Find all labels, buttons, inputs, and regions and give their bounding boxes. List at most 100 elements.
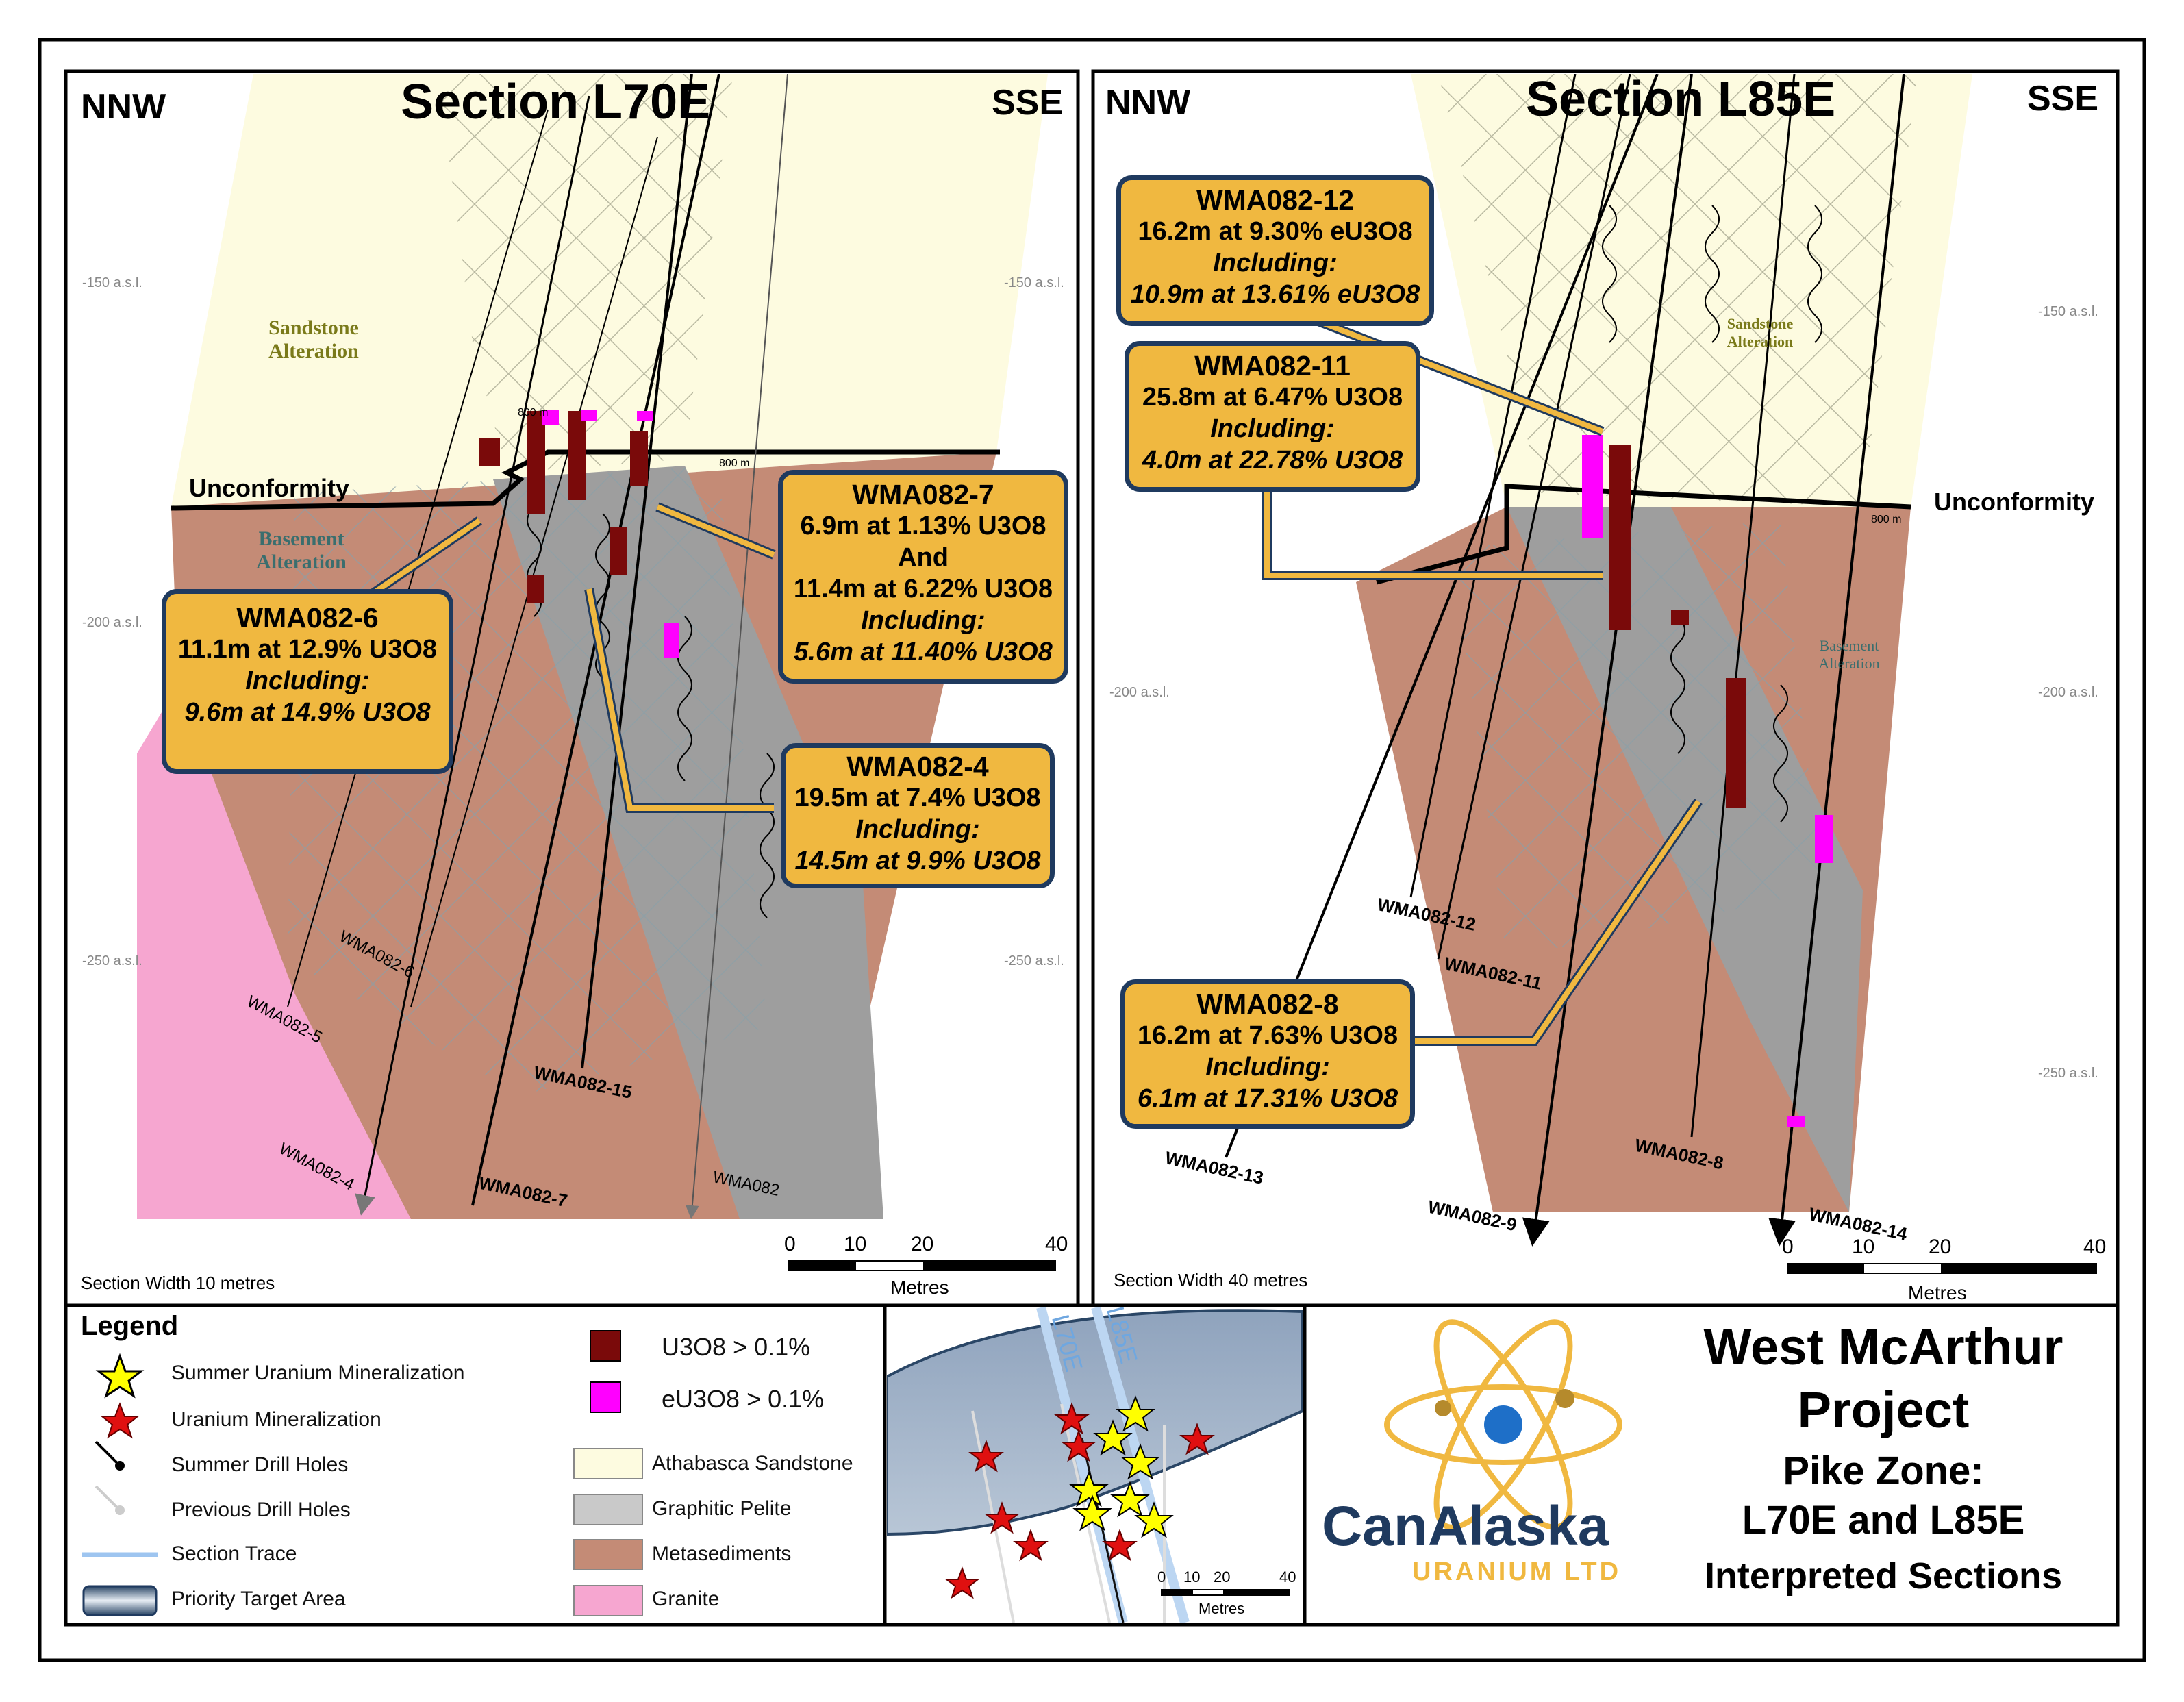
- callout-line: 11.4m at 6.22% U3O8: [793, 575, 1053, 603]
- left-scale-tick: 10: [844, 1233, 867, 1255]
- inset-scale-tick: 0: [1157, 1568, 1166, 1586]
- right-scale-bar: [1787, 1263, 2097, 1274]
- u3o8-interval: [610, 527, 627, 575]
- left-dir-nnw: NNW: [81, 87, 166, 127]
- right-scale-unit: Metres: [1908, 1282, 1967, 1303]
- left-scale-tick: 20: [911, 1233, 934, 1255]
- left-section-title: Section L70E: [401, 75, 711, 129]
- callout-hole-id: WMA082-8: [1196, 988, 1339, 1020]
- callout-line: 19.5m at 7.4% U3O8: [794, 784, 1041, 812]
- callout-line: 16.2m at 9.30% eU3O8: [1138, 217, 1413, 246]
- left-elev-label: -250 a.s.l.: [82, 953, 142, 968]
- right-section-width: Section Width 40 metres: [1114, 1270, 1308, 1290]
- callout-line: 11.1m at 12.9% U3O8: [177, 635, 438, 664]
- right-dir-sse: SSE: [2027, 79, 2099, 118]
- callout-hole-id: WMA082-4: [846, 751, 989, 782]
- inset-scale-unit: Metres: [1198, 1600, 1245, 1617]
- callout-wma082-6: WMA082-6 11.1m at 12.9% U3O8 Including: …: [162, 589, 453, 774]
- unconformity-line: [1376, 484, 1911, 585]
- right-section-geology: [1225, 74, 1972, 1247]
- right-elev-label: -250 a.s.l.: [2038, 1066, 2098, 1081]
- legend-uranium-mineralization: Uranium Mineralization: [171, 1408, 381, 1431]
- priority-target-area: [887, 1309, 1303, 1536]
- callout-line: 14.5m at 9.9% U3O8: [794, 847, 1041, 875]
- left-sandstone-alteration: Sandstone Alteration: [268, 316, 359, 362]
- u3o8-interval: [1609, 445, 1631, 630]
- u3o8-interval: [630, 431, 648, 486]
- eu3o8-interval: [1815, 815, 1833, 863]
- map-title-line5: Interpreted Sections: [1704, 1555, 2063, 1597]
- legend-athabasca-sandstone: Athabasca Sandstone: [652, 1452, 853, 1475]
- callout-line: Including:: [1213, 249, 1338, 277]
- right-scale-tick: 20: [1929, 1236, 1952, 1258]
- callout-line: Including:: [1205, 1053, 1330, 1081]
- callout-line: 9.6m at 14.9% U3O8: [184, 698, 431, 727]
- u3o8-interval: [568, 411, 586, 500]
- legend-granite: Granite: [652, 1588, 720, 1610]
- outer-frame: [38, 38, 2146, 1662]
- map-title-line3: Pike Zone:: [1783, 1449, 1984, 1493]
- left-elev-label: -150 a.s.l.: [82, 275, 142, 290]
- right-sandstone-alteration: Sandstone Alteration: [1727, 315, 1794, 350]
- legend-symbols: [82, 1330, 643, 1616]
- canalaska-logo-icon: [1384, 1319, 1622, 1530]
- right-unconformity-label: Unconformity: [1934, 488, 2094, 516]
- callout-line: And: [898, 543, 949, 572]
- left-scale-tick: 0: [784, 1233, 796, 1255]
- legend-previous-drill-holes: Previous Drill Holes: [171, 1499, 351, 1521]
- eu3o8-interval: [637, 411, 653, 421]
- legend-title: Legend: [81, 1311, 179, 1341]
- eu3o8-interval: [581, 410, 597, 421]
- legend-section-trace: Section Trace: [171, 1542, 297, 1565]
- callout-hole-id: WMA082-7: [852, 479, 994, 510]
- callout-line: 4.0m at 22.78% U3O8: [1142, 446, 1403, 475]
- right-scale-tick: 40: [2083, 1236, 2107, 1258]
- left-section-width: Section Width 10 metres: [81, 1273, 275, 1293]
- eu3o8-interval: [1582, 435, 1603, 538]
- eu3o8-interval: [664, 623, 679, 658]
- callout-wma082-12: WMA082-12 16.2m at 9.30% eU3O8 Including…: [1116, 175, 1434, 326]
- map-title-line2: Project: [1797, 1381, 1970, 1438]
- callout-wma082-4: WMA082-4 19.5m at 7.4% U3O8 Including: 1…: [781, 743, 1055, 888]
- eu3o8-interval: [542, 410, 559, 425]
- left-elev-label: -150 a.s.l.: [1004, 275, 1064, 290]
- granite: [137, 507, 411, 1219]
- left-scale-tick: 40: [1045, 1233, 1068, 1255]
- callout-line: Including:: [1210, 414, 1335, 443]
- right-elev-label: -150 a.s.l.: [2038, 304, 2098, 319]
- left-depth-mark: 800 m: [518, 407, 549, 418]
- left-depth-mark: 800 m: [719, 458, 750, 469]
- u3o8-interval: [1671, 610, 1689, 625]
- callout-hole-id: WMA082-6: [236, 602, 379, 634]
- callout-line: Including:: [245, 666, 370, 695]
- callout-hole-id: WMA082-12: [1196, 184, 1355, 216]
- company-name: CanAlaska: [1322, 1495, 1609, 1557]
- callout-hole-id: WMA082-11: [1194, 350, 1351, 381]
- callout-line: 16.2m at 7.63% U3O8: [1137, 1021, 1398, 1050]
- inset-scale-tick: 20: [1214, 1568, 1231, 1586]
- callout-line: 6.1m at 17.31% U3O8: [1137, 1084, 1398, 1113]
- u3o8-interval: [479, 438, 500, 466]
- callout-line: Including:: [861, 606, 986, 635]
- u3o8-interval: [527, 575, 544, 603]
- inset-scale-tick: 40: [1279, 1568, 1296, 1586]
- callout-line: 25.8m at 6.47% U3O8: [1142, 383, 1403, 412]
- left-basement-alteration: Basement Alteration: [256, 527, 347, 573]
- eu3o8-interval: [1787, 1116, 1805, 1127]
- left-unconformity-label: Unconformity: [189, 474, 349, 502]
- callout-wma082-7: WMA082-7 6.9m at 1.13% U3O8 And 11.4m at…: [778, 470, 1068, 684]
- left-scale-unit: Metres: [890, 1277, 949, 1298]
- callout-line: Including:: [855, 815, 980, 844]
- right-basement-alteration: Basement Alteration: [1818, 637, 1880, 672]
- left-elev-label: -250 a.s.l.: [1004, 953, 1064, 968]
- callout-line: 6.9m at 1.13% U3O8: [800, 512, 1046, 540]
- legend-priority-target-area: Priority Target Area: [171, 1588, 346, 1610]
- left-scale-bar: [788, 1260, 1056, 1271]
- u3o8-interval: [527, 411, 545, 514]
- left-dir-sse: SSE: [992, 83, 1064, 123]
- inset-map: [887, 1307, 1303, 1623]
- company-subtitle: URANIUM LTD: [1412, 1557, 1622, 1586]
- right-scale-tick: 0: [1782, 1236, 1794, 1258]
